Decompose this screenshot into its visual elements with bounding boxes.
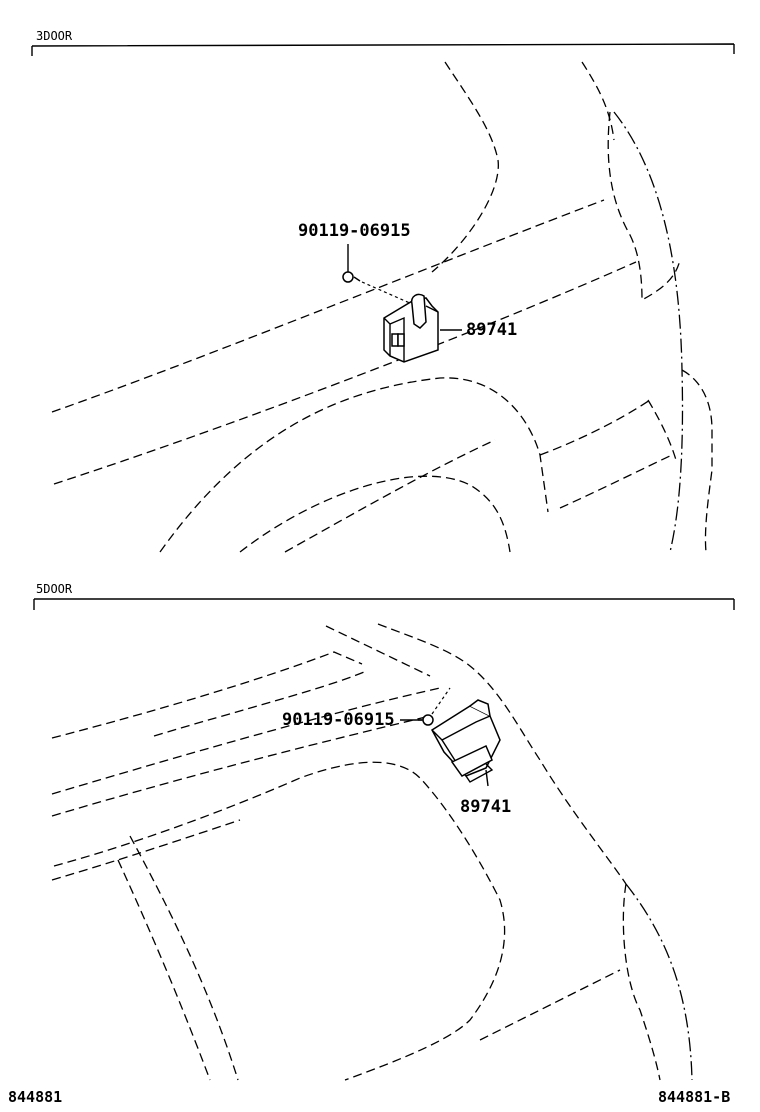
bolt-leader: [361, 281, 413, 305]
section-bracket-line: [31, 43, 735, 56]
section-5door: 5DOOR: [33, 582, 735, 1081]
bracket-part-number: 89741: [466, 320, 517, 340]
bolt-part-number: 90119-06915: [298, 221, 411, 241]
section-title: 3DOOR: [36, 29, 73, 43]
section-bracket-line: [33, 598, 735, 610]
bolt-icon: [342, 244, 361, 283]
body-outline: [51, 61, 713, 553]
footer-right-code: 844881-B: [658, 1088, 730, 1106]
bracket-part-number: 89741: [460, 797, 511, 817]
body-outline: [51, 623, 693, 1081]
section-3door: 3DOOR: [31, 29, 735, 553]
bracket-89741-icon: [431, 699, 501, 783]
footer-left-code: 844881: [8, 1088, 62, 1106]
section-title: 5DOOR: [36, 582, 73, 596]
bracket-leader: [485, 769, 489, 787]
bolt-part-number: 90119-06915: [282, 710, 395, 730]
bolt-leader: [431, 687, 451, 715]
bracket-89741-icon: [383, 293, 439, 363]
